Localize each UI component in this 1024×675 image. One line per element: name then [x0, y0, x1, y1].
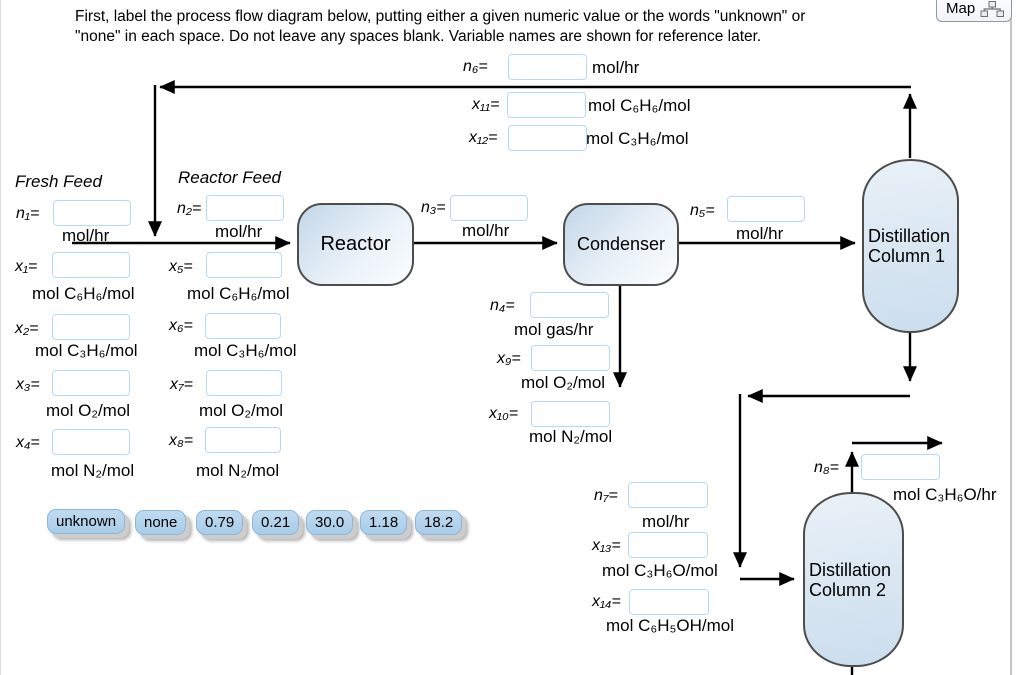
label-x7: x₇=: [170, 376, 193, 393]
label-x3: x₃=: [16, 376, 40, 393]
sitemap-icon: [980, 0, 1005, 17]
unit-n2: mol/hr: [215, 222, 263, 241]
label-n4: n₄=: [490, 297, 515, 314]
unit-n8: mol C₃H₆O/hr: [893, 485, 997, 504]
input-n4[interactable]: [530, 292, 609, 318]
unit-n6: mol/hr: [592, 58, 640, 77]
label-n3: n₃=: [421, 199, 446, 216]
label-x6: x₆=: [169, 317, 193, 334]
input-x5[interactable]: [206, 252, 282, 278]
page-left-border: [0, 0, 1, 675]
input-x8[interactable]: [205, 427, 281, 453]
label-n7: n₇=: [594, 487, 618, 504]
chip-30-0[interactable]: 30.0: [306, 510, 354, 535]
map-button-label: Map: [946, 0, 976, 17]
input-x6[interactable]: [205, 313, 281, 339]
input-n1[interactable]: [53, 200, 131, 226]
unit-n7: mol/hr: [642, 512, 690, 531]
label-n6: n₆=: [463, 58, 488, 75]
label-n2: n₂=: [177, 200, 202, 217]
label-x10: x₁₀=: [489, 405, 519, 422]
label-n1: n₁=: [16, 205, 40, 222]
instructions-text: First, label the process flow diagram be…: [75, 7, 805, 47]
input-n2[interactable]: [206, 195, 284, 221]
unit-x10: mol N₂/mol: [529, 427, 613, 446]
input-x13[interactable]: [628, 532, 708, 558]
unit-x1: mol C₆H₆/mol: [32, 284, 135, 303]
input-x11[interactable]: [507, 92, 586, 118]
input-x9[interactable]: [531, 345, 610, 371]
distillation-column-2-label-line2: Column 2: [809, 579, 887, 600]
unit-x11: mol C₆H₆/mol: [588, 96, 691, 115]
map-button[interactable]: Map: [936, 0, 1013, 22]
label-x13: x₁₃=: [592, 537, 621, 554]
unit-x5: mol C₆H₆/mol: [187, 284, 290, 303]
input-x4[interactable]: [52, 429, 130, 455]
input-x3[interactable]: [52, 370, 130, 396]
unit-x12: mol C₃H₆/mol: [586, 129, 689, 148]
input-n6[interactable]: [508, 54, 587, 80]
unit-n3: mol/hr: [462, 221, 510, 240]
unit-n5: mol/hr: [736, 224, 784, 243]
fresh-feed-heading: Fresh Feed: [15, 172, 102, 191]
unit-x3: mol O₂/mol: [46, 401, 131, 420]
instructions-line-1: First, label the process flow diagram be…: [75, 8, 806, 25]
label-x4: x₄=: [16, 434, 40, 451]
chip-none[interactable]: none: [135, 510, 187, 535]
input-n8[interactable]: [861, 454, 940, 480]
chip-0-21[interactable]: 0.21: [252, 510, 300, 535]
unit-x8: mol N₂/mol: [196, 461, 280, 480]
input-n7[interactable]: [628, 482, 708, 508]
unit-x14: mol C₆H₅OH/mol: [606, 616, 734, 635]
label-x1: x₁=: [15, 258, 38, 275]
label-x8: x₈=: [169, 432, 194, 449]
label-x11: x₁₁=: [472, 96, 500, 113]
input-n5[interactable]: [727, 196, 805, 222]
chip-0-79[interactable]: 0.79: [196, 510, 244, 535]
condenser-label: Condenser: [576, 234, 666, 254]
unit-n4: mol gas/hr: [514, 320, 594, 339]
unit-n1: mol/hr: [62, 226, 110, 245]
input-x7[interactable]: [206, 370, 282, 396]
label-x12: x₁₂=: [469, 129, 498, 146]
label-n8: n₈=: [814, 459, 839, 476]
unit-x13: mol C₃H₆O/mol: [602, 561, 718, 580]
condenser-box: Condenser: [563, 203, 679, 286]
input-x10[interactable]: [531, 401, 610, 427]
distillation-column-1-box: Distillation Column 1: [862, 159, 959, 333]
distillation-column-2-box: Distillation Column 2: [803, 492, 904, 667]
reactor-box: Reactor: [297, 203, 414, 286]
input-x12[interactable]: [508, 125, 587, 151]
unit-x4: mol N₂/mol: [51, 461, 135, 480]
instructions-line-2: "none" in each space. Do not leave any s…: [75, 28, 762, 45]
unit-x9: mol O₂/mol: [521, 373, 606, 392]
label-x9: x₉=: [497, 350, 521, 367]
distillation-column-2-label-line1: Distillation: [809, 559, 892, 580]
label-x14: x₁₄=: [592, 593, 621, 610]
label-x5: x₅=: [169, 258, 193, 275]
distillation-column-1-label-line2: Column 1: [868, 246, 946, 266]
page-right-border: [1010, 0, 1012, 675]
reactor-feed-heading: Reactor Feed: [178, 168, 281, 187]
unit-x2: mol C₃H₆/mol: [35, 341, 138, 360]
unit-x7: mol O₂/mol: [199, 401, 284, 420]
label-x2: x₂=: [15, 320, 39, 337]
input-x14[interactable]: [629, 589, 709, 615]
chip-unknown[interactable]: unknown: [47, 509, 126, 534]
chip-18-2[interactable]: 18.2: [415, 510, 463, 535]
input-n3[interactable]: [450, 195, 528, 221]
distillation-column-1-label-line1: Distillation: [868, 226, 951, 246]
input-x2[interactable]: [52, 314, 130, 340]
reactor-label: Reactor: [320, 233, 391, 255]
label-n5: n₅=: [690, 202, 715, 219]
unit-x6: mol C₃H₆/mol: [194, 341, 297, 360]
chip-1-18[interactable]: 1.18: [360, 510, 408, 535]
input-x1[interactable]: [52, 252, 130, 278]
